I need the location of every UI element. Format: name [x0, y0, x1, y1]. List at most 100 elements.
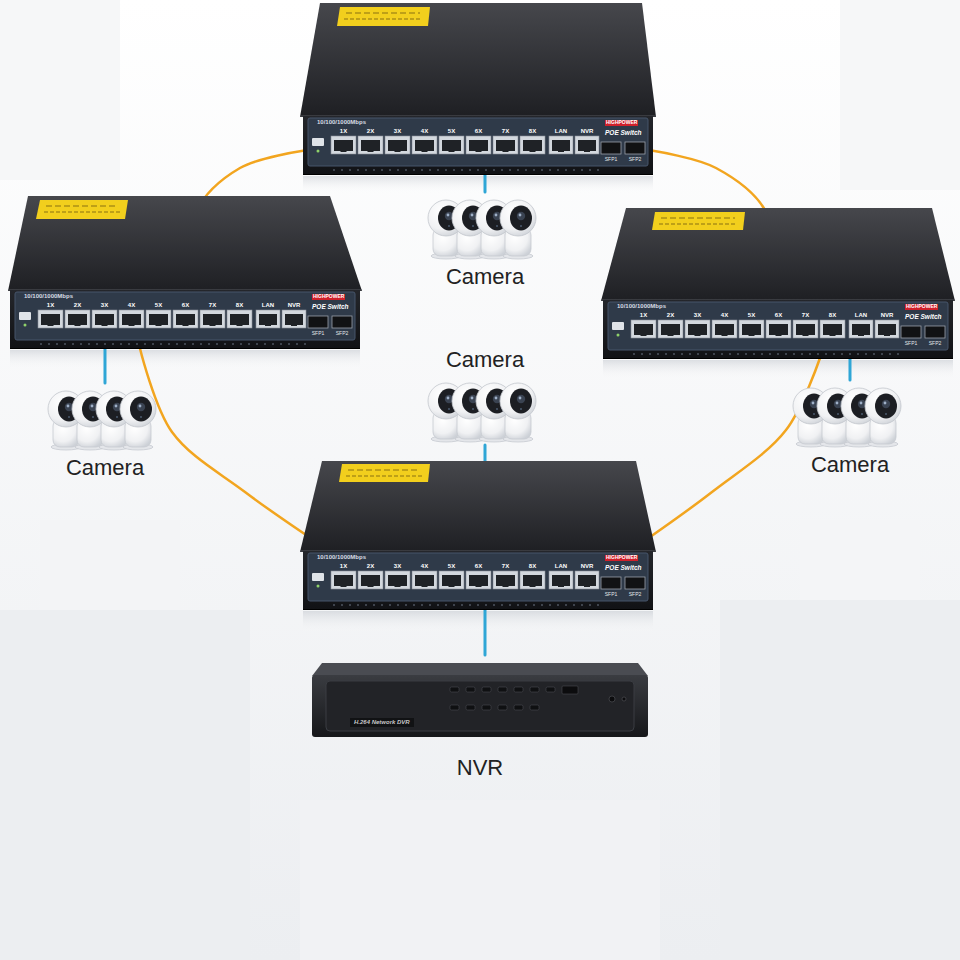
port-socket — [769, 324, 788, 335]
lens-glint — [495, 214, 498, 217]
rj45-port — [575, 136, 599, 154]
port-label: 2X — [367, 128, 374, 135]
port-label: 3X — [394, 128, 401, 135]
warning-sticker — [339, 464, 430, 482]
nvr-button — [498, 687, 507, 692]
port-label: NVR — [581, 128, 594, 135]
port-socket — [415, 575, 434, 586]
port-latch — [530, 584, 536, 587]
sfp-label: SFP1 — [605, 592, 618, 598]
rj45-port — [200, 310, 225, 328]
camera-head — [865, 388, 901, 424]
camera-light — [448, 225, 450, 227]
port-latch — [803, 333, 809, 336]
poe-switch: 10/100/1000Mbps1X2X3X4X5X6X7X8XLANNVRHIG… — [303, 551, 653, 609]
port-frame — [385, 571, 410, 589]
speed-label: 10/100/1000Mbps — [617, 303, 666, 310]
camera-light — [496, 408, 498, 410]
power-led — [19, 312, 31, 320]
model-label: H.264 Network DVR — [350, 718, 414, 727]
rj45-port — [439, 136, 464, 154]
port-frame — [685, 320, 710, 338]
status-leds — [633, 354, 899, 355]
rj45-port — [173, 310, 198, 328]
port-label: 4X — [128, 302, 135, 309]
background-block — [0, 610, 250, 960]
sfp-port — [332, 316, 352, 328]
port-latch — [695, 333, 701, 336]
port-label: 5X — [748, 312, 755, 319]
port-latch — [584, 584, 590, 587]
camera-head — [120, 391, 156, 427]
front-panel — [308, 118, 648, 166]
port-frame — [575, 136, 599, 154]
sticker-print — [346, 475, 422, 476]
port-socket — [634, 324, 653, 335]
port-latch — [858, 333, 864, 336]
rj45-port — [412, 571, 437, 589]
network-video-recorder: H.264 Network DVRNVR — [312, 655, 648, 781]
rj45-port — [658, 320, 683, 338]
port-frame — [256, 310, 280, 328]
port-latch — [641, 333, 647, 336]
ethernet-cable — [103, 348, 106, 383]
camera-light — [861, 413, 863, 415]
port-socket — [823, 324, 842, 335]
sfp-port — [601, 142, 621, 154]
switch-lid — [300, 3, 656, 117]
port-socket — [259, 314, 277, 325]
port-socket — [149, 314, 168, 325]
camera-group: Camera — [425, 192, 545, 292]
port-socket — [688, 324, 707, 335]
sticker-print — [346, 12, 420, 13]
camera-lens — [137, 403, 145, 411]
port-latch — [422, 584, 428, 587]
sticker-print — [46, 205, 118, 206]
port-latch — [48, 323, 54, 326]
port-label: 8X — [236, 302, 243, 309]
port-latch — [476, 584, 482, 587]
port-frame — [65, 310, 90, 328]
sfp-port — [625, 142, 645, 154]
port-socket — [388, 575, 407, 586]
background-block — [840, 0, 960, 190]
port-latch — [584, 149, 590, 152]
rj45-port — [331, 136, 356, 154]
background-block — [0, 0, 120, 180]
port-socket — [442, 140, 461, 151]
device-label: Camera — [66, 455, 144, 481]
port-frame — [119, 310, 144, 328]
background-block — [720, 600, 960, 960]
nvr-face — [326, 681, 634, 731]
nvr-button — [546, 687, 555, 692]
ethernet-cable — [848, 358, 851, 380]
port-latch — [884, 333, 890, 336]
camera-group: Camera — [45, 383, 165, 483]
poe-switch: 10/100/1000Mbps1X2X3X4X5X6X7X8XLANNVRHIG… — [603, 300, 953, 358]
port-label: 1X — [47, 302, 54, 309]
rj45-port — [520, 136, 545, 154]
sfp-label: SFP1 — [605, 157, 618, 163]
port-socket — [203, 314, 222, 325]
lens-glint — [860, 402, 863, 405]
port-frame — [466, 136, 491, 154]
switch-reflection — [303, 611, 653, 633]
port-socket — [878, 324, 896, 335]
port-label: LAN — [855, 312, 867, 319]
lens-glint — [91, 405, 94, 408]
port-frame — [358, 136, 383, 154]
port-frame — [520, 571, 545, 589]
sticker-print — [348, 469, 420, 470]
port-socket — [230, 314, 249, 325]
sfp-label: SFP2 — [929, 341, 942, 347]
poe-switch: 10/100/1000Mbps1X2X3X4X5X6X7X8XLANNVRHIG… — [303, 116, 653, 174]
camera-icon — [120, 391, 156, 450]
rj45-port — [493, 571, 518, 589]
port-label: 5X — [448, 128, 455, 135]
status-leds — [333, 605, 599, 606]
sfp-port — [601, 577, 621, 589]
warning-sticker — [36, 200, 128, 219]
warning-sticker — [652, 212, 745, 230]
switch-top — [601, 208, 955, 301]
port-frame — [820, 320, 845, 338]
